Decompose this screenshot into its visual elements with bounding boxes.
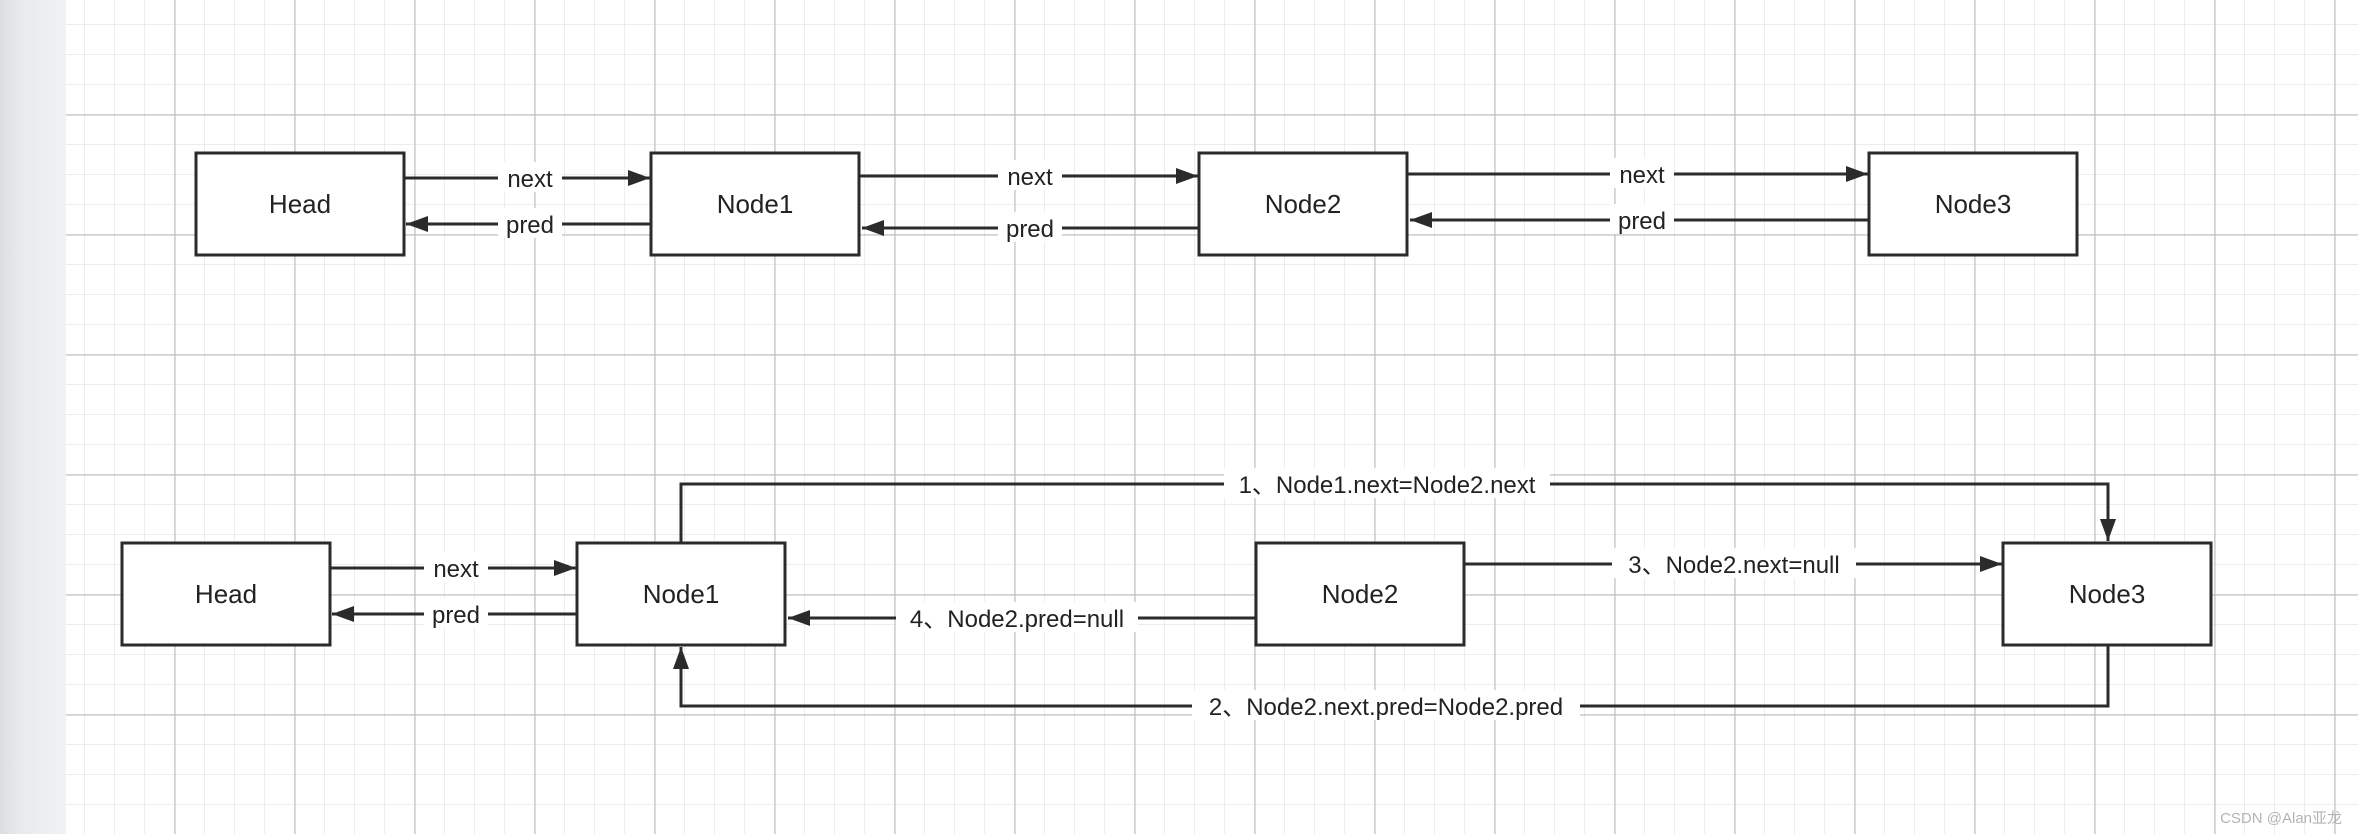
edge-node1-to-node2-next[interactable]: next bbox=[860, 160, 1198, 191]
edge-head-to-node1-next[interactable]: next bbox=[330, 552, 576, 583]
edge-label: pred bbox=[1618, 208, 1666, 235]
edge-label: 3、Node2.next=null bbox=[1628, 552, 1839, 579]
node-label: Head bbox=[269, 189, 331, 219]
bottom-node-node3[interactable]: Node3 bbox=[2001, 541, 2213, 647]
edge-label: next bbox=[1619, 162, 1665, 189]
edge-node2-to-node3-step3[interactable]: 3、Node2.next=null bbox=[1465, 548, 2002, 579]
node-label: Node1 bbox=[717, 189, 794, 219]
edge-label: pred bbox=[432, 602, 480, 629]
node-label: Head bbox=[195, 579, 257, 609]
diagram-canvas[interactable]: next pred next pred next bbox=[66, 0, 2358, 834]
top-node-node3[interactable]: Node3 bbox=[1867, 151, 2079, 257]
node-label: Node1 bbox=[643, 579, 720, 609]
edge-node2-to-node3-next[interactable]: next bbox=[1408, 158, 1868, 189]
edge-label: 4、Node2.pred=null bbox=[910, 606, 1124, 633]
left-panel-edge bbox=[0, 0, 66, 834]
edge-node3-to-node1-step2[interactable]: 2、Node2.next.pred=Node2.pred bbox=[673, 645, 2110, 721]
node-label: Node3 bbox=[2069, 579, 2146, 609]
bottom-node-node1[interactable]: Node1 bbox=[575, 541, 787, 647]
linked-list-diagram: next pred next pred next bbox=[120, 151, 2213, 721]
edge-node1-to-node3-step1[interactable]: 1、Node1.next=Node2.next bbox=[679, 468, 2116, 543]
edge-label: pred bbox=[1006, 216, 1054, 243]
edge-node1-to-head-pred[interactable]: pred bbox=[406, 208, 650, 239]
edge-label: 1、Node1.next=Node2.next bbox=[1239, 472, 1536, 499]
edge-node1-to-head-pred[interactable]: pred bbox=[332, 598, 576, 629]
watermark-text: CSDN @Alan亚龙 bbox=[2220, 810, 2342, 827]
edge-label: next bbox=[507, 166, 553, 193]
edge-node3-to-node2-pred[interactable]: pred bbox=[1410, 204, 1868, 235]
bottom-node-node2[interactable]: Node2 bbox=[1254, 541, 1466, 647]
top-diagram: next pred next pred next bbox=[194, 151, 2079, 257]
edge-label: 2、Node2.next.pred=Node2.pred bbox=[1209, 694, 1563, 721]
bottom-node-head[interactable]: Head bbox=[120, 541, 332, 647]
node-label: Node2 bbox=[1322, 579, 1399, 609]
edge-label: next bbox=[433, 556, 479, 583]
top-node-node1[interactable]: Node1 bbox=[649, 151, 861, 257]
edge-head-to-node1-next[interactable]: next bbox=[404, 162, 650, 193]
top-node-node2[interactable]: Node2 bbox=[1197, 151, 1409, 257]
edge-label: pred bbox=[506, 212, 554, 239]
bottom-diagram: next pred 1、Node1.next=Node2.next 2、Node… bbox=[120, 468, 2213, 721]
edge-label: next bbox=[1007, 164, 1053, 191]
node-label: Node2 bbox=[1265, 189, 1342, 219]
edge-node2-to-node1-step4[interactable]: 4、Node2.pred=null bbox=[788, 602, 1255, 633]
edge-node2-to-node1-pred[interactable]: pred bbox=[862, 212, 1198, 243]
node-label: Node3 bbox=[1935, 189, 2012, 219]
top-node-head[interactable]: Head bbox=[194, 151, 406, 257]
